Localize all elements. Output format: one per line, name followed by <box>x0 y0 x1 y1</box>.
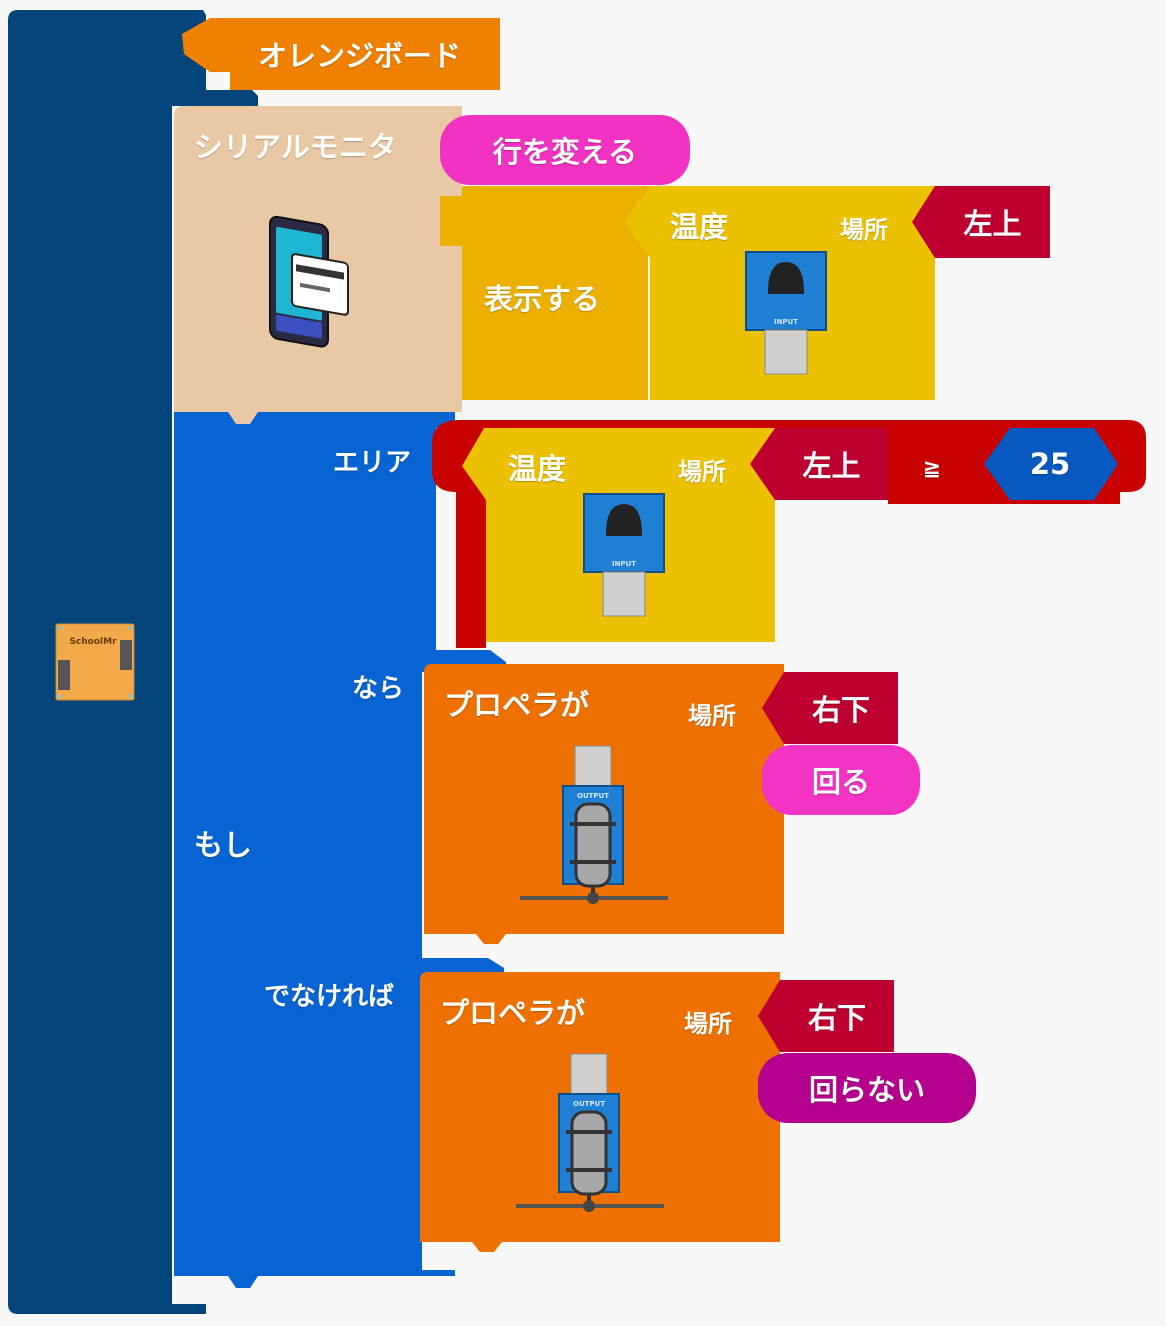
propeller-icon-else: OUTPUT <box>516 1053 664 1212</box>
display-block <box>440 186 660 400</box>
rotate-pill[interactable]: 回る <box>762 745 920 815</box>
phone-card-icon <box>269 215 349 348</box>
location-tab-2 <box>750 428 888 500</box>
else-label: でなければ <box>264 982 395 1012</box>
location-value-2[interactable]: 左上 <box>802 449 861 483</box>
svg-text:INPUT: INPUT <box>612 560 636 568</box>
board-label[interactable]: オレンジボード <box>258 39 462 73</box>
number-block <box>984 428 1118 500</box>
svg-text:INPUT: INPUT <box>774 318 798 326</box>
stop-pill[interactable]: 回らない <box>758 1053 976 1123</box>
input-sensor-icon-2: INPUT <box>583 493 665 617</box>
sensor-label-2[interactable]: 温度 <box>508 452 567 486</box>
else-location-value[interactable]: 右下 <box>807 1001 866 1035</box>
newline-pill[interactable]: 行を変える <box>440 115 690 185</box>
else-propeller-label[interactable]: プロペラが <box>440 996 586 1030</box>
number-value[interactable]: 25 <box>1029 447 1071 481</box>
schoolmr-board-icon: SchoolMr <box>55 623 135 701</box>
then-label: なら <box>352 674 405 704</box>
display-label[interactable]: 表示する <box>484 282 601 316</box>
if-block <box>174 412 455 1288</box>
then-propeller-label[interactable]: プロペラが <box>444 688 590 722</box>
then-location-tab <box>762 672 898 744</box>
location-label-1: 場所 <box>840 216 888 244</box>
input-sensor-icon-1: INPUT <box>745 251 827 375</box>
if-label: もし <box>194 828 253 862</box>
location-value-1[interactable]: 左上 <box>963 207 1022 241</box>
location-label-2: 場所 <box>678 458 726 486</box>
serial-monitor-title[interactable]: シリアルモニタ <box>194 130 397 164</box>
then-location-value[interactable]: 右下 <box>811 693 870 727</box>
propeller-icon-then: OUTPUT <box>520 745 668 904</box>
board-label-tab <box>182 18 500 90</box>
svg-text:OUTPUT: OUTPUT <box>577 792 609 800</box>
area-label: エリア <box>333 448 412 478</box>
sensor-label-1[interactable]: 温度 <box>670 210 729 244</box>
else-location-tab <box>758 980 894 1052</box>
compare-operator[interactable]: ≧ <box>922 455 942 481</box>
location-tab-1 <box>912 186 1050 258</box>
then-location-label: 場所 <box>688 702 736 730</box>
else-location-label: 場所 <box>684 1010 732 1038</box>
svg-text:OUTPUT: OUTPUT <box>573 1100 605 1108</box>
svg-text:SchoolMr: SchoolMr <box>69 637 117 647</box>
